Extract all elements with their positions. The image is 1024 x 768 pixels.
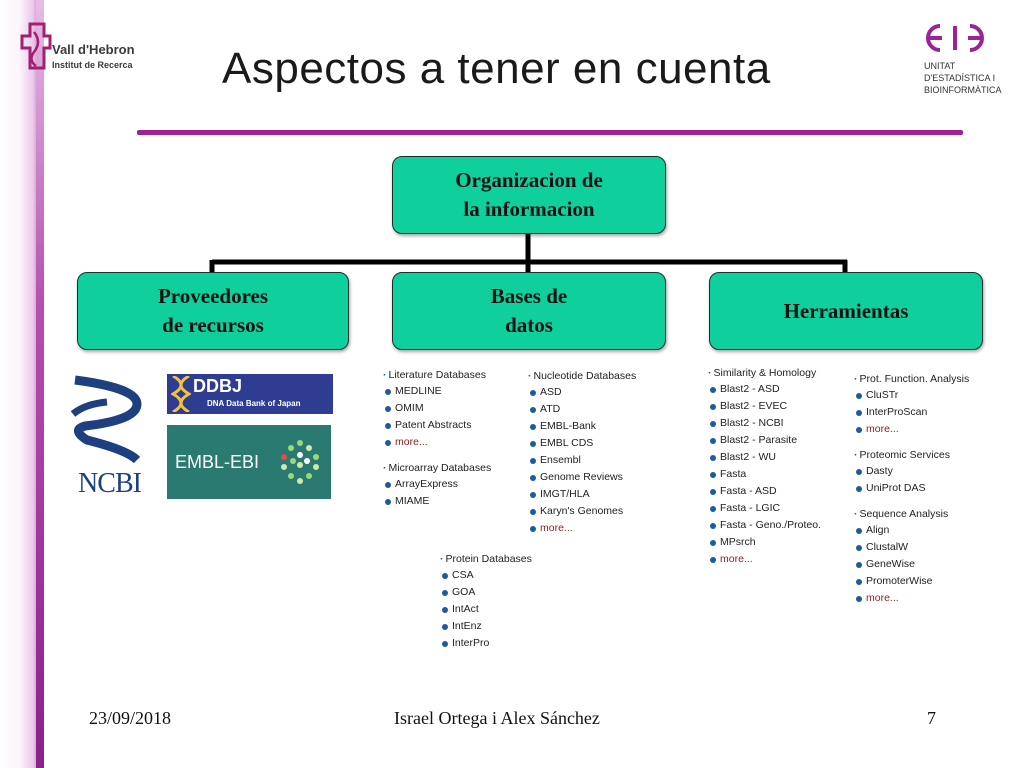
vall-dhebron-name: Vall d'Hebron: [52, 42, 135, 57]
more-link[interactable]: more...: [708, 553, 821, 570]
list-item[interactable]: GeneWise: [854, 558, 969, 575]
literature-db-title[interactable]: Literature Databases: [383, 369, 491, 385]
list-item[interactable]: ArrayExpress: [383, 478, 491, 495]
list-item[interactable]: Fasta - ASD: [708, 485, 821, 502]
embl-ebi-logo: EMBL-EBI: [167, 425, 331, 499]
tools-column-left: Similarity & Homology Blast2 - ASD Blast…: [708, 367, 821, 570]
embl-ebi-label: EMBL-EBI: [175, 452, 260, 472]
node-proveedores: Proveedores de recursos: [77, 272, 349, 350]
list-item[interactable]: MEDLINE: [383, 385, 491, 402]
eie-line-3: BIOINFORMÀTICA: [924, 85, 1002, 95]
ddbj-name: DDBJ: [193, 376, 243, 396]
title-underline: [137, 130, 963, 135]
node-herramientas-label: Herramientas: [783, 298, 909, 323]
sequence-title[interactable]: Sequence Analysis: [854, 508, 969, 524]
ddbj-subtitle: DNA Data Bank of Japan: [207, 399, 301, 408]
microarray-db-title[interactable]: Microarray Databases: [383, 462, 492, 478]
more-link[interactable]: more...: [383, 436, 491, 453]
list-item[interactable]: UniProt DAS: [854, 482, 969, 499]
list-item[interactable]: ASD: [528, 386, 636, 403]
list-item[interactable]: GOA: [440, 586, 532, 603]
proteomic-title[interactable]: Proteomic Services: [854, 449, 969, 465]
more-link[interactable]: more...: [854, 592, 969, 609]
ddbj-logo: DDBJ DNA Data Bank of Japan: [167, 374, 333, 414]
ncbi-logo: NCBI: [67, 374, 152, 500]
eie-logo-icon: [926, 24, 984, 52]
list-item[interactable]: IMGT/HLA: [528, 488, 636, 505]
node-proveedores-label: Proveedores de recursos: [157, 284, 269, 337]
list-item[interactable]: Blast2 - Parasite: [708, 434, 821, 451]
list-item[interactable]: Genome Reviews: [528, 471, 636, 488]
list-item[interactable]: ATD: [528, 403, 636, 420]
list-item[interactable]: Patent Abstracts: [383, 419, 491, 436]
list-item[interactable]: Ensembl: [528, 454, 636, 471]
footer-date: 23/09/2018: [89, 708, 172, 728]
more-link[interactable]: more...: [854, 423, 969, 440]
footer-page-number: 7: [927, 708, 936, 728]
eie-line-1: UNITAT: [924, 61, 956, 71]
list-item[interactable]: ClustalW: [854, 541, 969, 558]
prot-function-title[interactable]: Prot. Function. Analysis: [854, 373, 970, 389]
list-item[interactable]: IntAct: [440, 603, 532, 620]
tools-column-right: Prot. Function. Analysis CluSTr InterPro…: [854, 373, 969, 609]
nucleotide-db-title[interactable]: Nucleotide Databases: [528, 370, 637, 386]
list-item[interactable]: PromoterWise: [854, 575, 969, 592]
list-item[interactable]: Blast2 - ASD: [708, 383, 821, 400]
list-item[interactable]: EMBL-Bank: [528, 420, 636, 437]
root-node-label: Organizacion de la informacion: [455, 168, 603, 221]
list-item[interactable]: IntEnz: [440, 620, 532, 637]
list-item[interactable]: Align: [854, 524, 969, 541]
ncbi-label: NCBI: [78, 468, 142, 499]
list-item[interactable]: OMIM: [383, 402, 491, 419]
list-item[interactable]: Fasta: [708, 468, 821, 485]
eie-logo-text: UNITAT D'ESTADÍSTICA I BIOINFORMÀTICA: [924, 60, 1002, 96]
list-item[interactable]: Dasty: [854, 465, 969, 482]
list-item[interactable]: Blast2 - EVEC: [708, 400, 821, 417]
ddbj-dna-icon: [171, 376, 191, 412]
protein-db-title[interactable]: Protein Databases: [440, 553, 532, 569]
node-bases-de-datos: Bases de datos: [392, 272, 666, 350]
list-item[interactable]: Fasta - LGIC: [708, 502, 821, 519]
db-column-nucleotide: Nucleotide Databases ASD ATD EMBL-Bank E…: [528, 370, 636, 539]
list-item[interactable]: InterPro: [440, 637, 532, 654]
db-column-left: Literature Databases MEDLINE OMIM Patent…: [383, 369, 491, 512]
node-herramientas: Herramientas: [709, 272, 983, 350]
similarity-title[interactable]: Similarity & Homology: [708, 367, 821, 383]
slide-title: Aspectos a tener en cuenta: [222, 44, 771, 93]
more-link[interactable]: more...: [528, 522, 636, 539]
eie-line-2: D'ESTADÍSTICA I: [924, 73, 996, 83]
list-item[interactable]: CluSTr: [854, 389, 969, 406]
ebi-hexagon-icon: [281, 440, 319, 484]
list-item[interactable]: MPsrch: [708, 536, 821, 553]
left-decorative-bar: [0, 0, 44, 768]
list-item[interactable]: MIAME: [383, 495, 491, 512]
list-item[interactable]: Karyn's Genomes: [528, 505, 636, 522]
db-column-protein: Protein Databases CSA GOA IntAct IntEnz …: [440, 553, 532, 654]
list-item[interactable]: Fasta - Geno./Proteo.: [708, 519, 821, 536]
vall-dhebron-logo-icon: [20, 22, 52, 70]
list-item[interactable]: Blast2 - WU: [708, 451, 821, 468]
vall-dhebron-subtitle: Institut de Recerca: [52, 60, 133, 70]
list-item[interactable]: Blast2 - NCBI: [708, 417, 821, 434]
footer-authors: Israel Ortega i Alex Sánchez: [394, 708, 600, 728]
node-bases-label: Bases de datos: [490, 284, 568, 337]
ncbi-helix-icon: [70, 375, 142, 464]
list-item[interactable]: InterProScan: [854, 406, 969, 423]
list-item[interactable]: EMBL CDS: [528, 437, 636, 454]
root-node: Organizacion de la informacion: [392, 156, 666, 234]
list-item[interactable]: CSA: [440, 569, 532, 586]
